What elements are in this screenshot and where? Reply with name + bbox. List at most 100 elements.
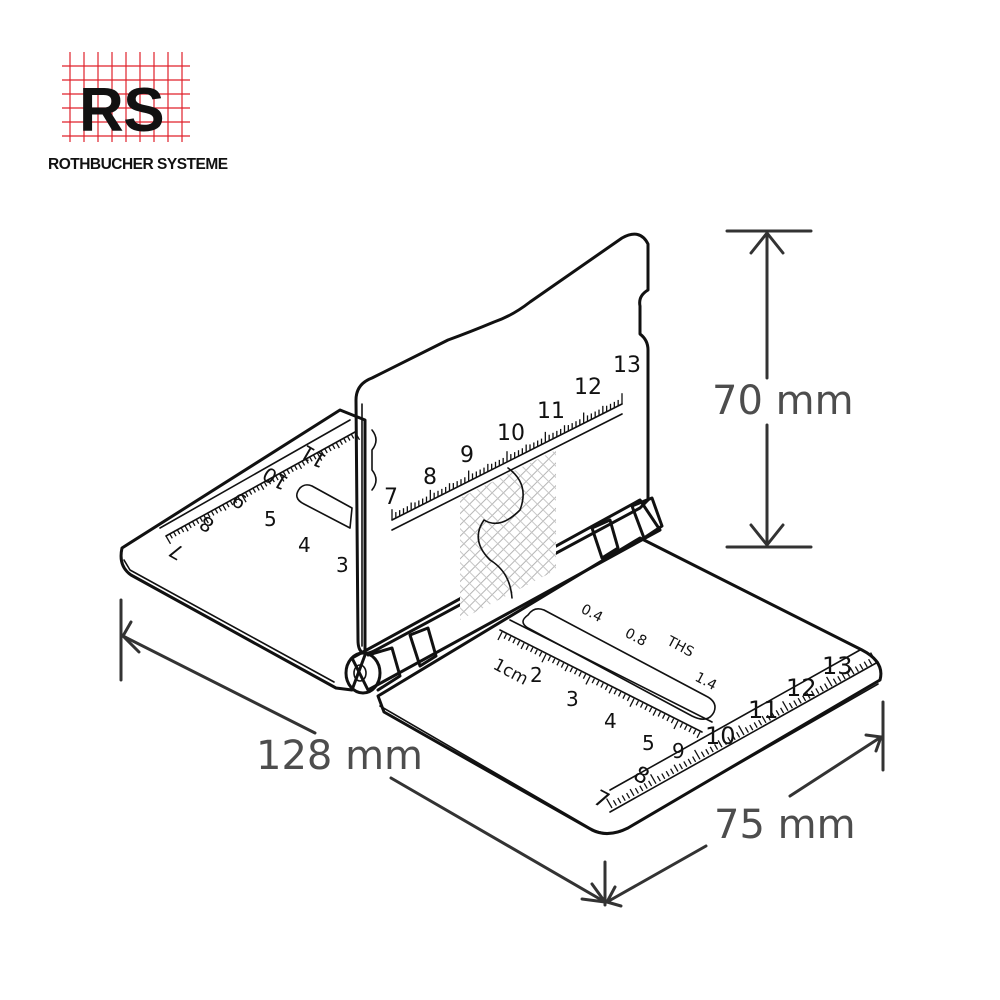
ruler-tick xyxy=(661,773,666,780)
ruler-tick xyxy=(613,689,617,695)
ruler-tick xyxy=(591,678,595,684)
ruler-tick xyxy=(547,656,551,662)
ruler-tick xyxy=(650,773,657,784)
ruler-tick xyxy=(512,638,516,644)
ruler-tick xyxy=(165,535,172,545)
ruler-tick xyxy=(195,519,200,525)
ruler-tick xyxy=(293,464,298,470)
inner-ruler-ticks xyxy=(497,631,701,739)
left-panel-outline xyxy=(119,408,367,692)
ruler-tick xyxy=(709,746,714,753)
ruler-tick xyxy=(282,471,287,477)
width-arrow-left xyxy=(605,885,623,908)
ruler-tick xyxy=(184,525,189,532)
ruler-tick xyxy=(859,663,864,670)
right-panel-slot xyxy=(522,608,716,720)
ruler-tick xyxy=(678,763,683,770)
right-num-7: 7 xyxy=(589,786,613,815)
ruler-tick xyxy=(278,473,285,482)
ruler-tick xyxy=(717,740,723,748)
ruler-tick xyxy=(241,494,247,503)
ruler-tick xyxy=(169,533,173,539)
width-line-upper xyxy=(788,735,883,798)
length-line-upper xyxy=(121,634,317,735)
ruler-tick xyxy=(766,714,771,721)
ruler-tick xyxy=(343,437,347,443)
upright-num-9: 9 xyxy=(460,443,474,468)
left-num-4: 4 xyxy=(298,533,311,557)
left-base-panel: 7 8 9 10 11 5 4 3 xyxy=(119,408,367,692)
ruler-tick xyxy=(797,697,802,704)
ruler-tick xyxy=(199,516,204,522)
ruler-tick xyxy=(692,729,697,735)
ruler-tick xyxy=(846,671,851,677)
ruler-tick xyxy=(541,653,547,663)
ruler-tick xyxy=(643,782,648,789)
right-num-13: 13 xyxy=(822,652,853,680)
ruler-tick xyxy=(700,751,705,758)
ruler-tick xyxy=(229,500,234,506)
ruler-tick xyxy=(312,454,317,460)
width-arrow-right xyxy=(864,733,883,753)
ruler-tick xyxy=(621,795,626,802)
ruler-tick xyxy=(556,660,560,666)
right-num-3: 3 xyxy=(566,687,579,711)
ruler-tick xyxy=(626,696,631,702)
ruler-tick xyxy=(233,498,238,504)
ruler-tick xyxy=(316,452,323,461)
length-label: 128 mm xyxy=(256,733,423,779)
ruler-tick xyxy=(863,661,868,668)
ruler-tick xyxy=(832,678,837,685)
ruler-tick xyxy=(286,469,291,475)
left-num-8: 8 xyxy=(195,511,218,538)
ruler-tick xyxy=(775,709,780,716)
length-dimension: 128 mm xyxy=(119,598,607,907)
ruler-tick xyxy=(652,709,657,716)
ruler-tick xyxy=(516,640,521,646)
ruler-tick xyxy=(578,671,582,677)
ruler-tick xyxy=(331,444,336,450)
ruler-tick xyxy=(569,667,573,673)
ruler-tick xyxy=(673,720,679,730)
ruler-tick xyxy=(203,514,209,524)
patch-curve xyxy=(477,467,524,599)
right-num-9: 9 xyxy=(672,739,685,763)
right-num-4: 4 xyxy=(604,709,617,733)
ruler-tick xyxy=(564,665,569,672)
ruler-tick xyxy=(560,662,565,668)
ruler-tick xyxy=(629,698,635,707)
ruler-tick xyxy=(694,749,701,760)
logo-grid xyxy=(62,52,190,142)
ruler-tick xyxy=(507,636,512,642)
ruler-tick xyxy=(810,690,815,697)
ruler-tick xyxy=(815,688,820,694)
ruler-tick xyxy=(256,485,260,491)
ruler-tick xyxy=(731,734,736,741)
ruler-tick xyxy=(771,712,776,719)
right-ruler-strip-2 xyxy=(609,661,879,813)
ruler-tick xyxy=(248,489,253,495)
left-ruler-line-1 xyxy=(159,419,351,529)
ruler-tick xyxy=(350,433,355,439)
upright-panel-outline xyxy=(354,232,650,655)
height-dimension: 70 mm xyxy=(712,229,854,549)
ruler-tick xyxy=(661,713,666,719)
ruler-tick xyxy=(600,682,604,688)
ruler-tick xyxy=(218,506,222,512)
ruler-tick xyxy=(629,788,635,797)
ruler-tick xyxy=(824,683,829,690)
ruler-tick xyxy=(585,676,591,685)
tint-num-0-8: 0.8 xyxy=(622,625,649,650)
ruler-tick xyxy=(639,702,644,708)
ruler-tick xyxy=(841,673,846,680)
ruler-tick xyxy=(705,748,710,755)
ruler-tick xyxy=(666,716,670,722)
length-arrow-left xyxy=(121,620,141,654)
ruler-tick xyxy=(301,460,306,466)
ruler-tick xyxy=(525,645,529,651)
tint-num-0-4: 0.4 xyxy=(578,601,605,626)
left-panel-slot xyxy=(296,484,353,529)
ruler-tick xyxy=(222,504,227,511)
ruler-tick xyxy=(551,658,556,664)
